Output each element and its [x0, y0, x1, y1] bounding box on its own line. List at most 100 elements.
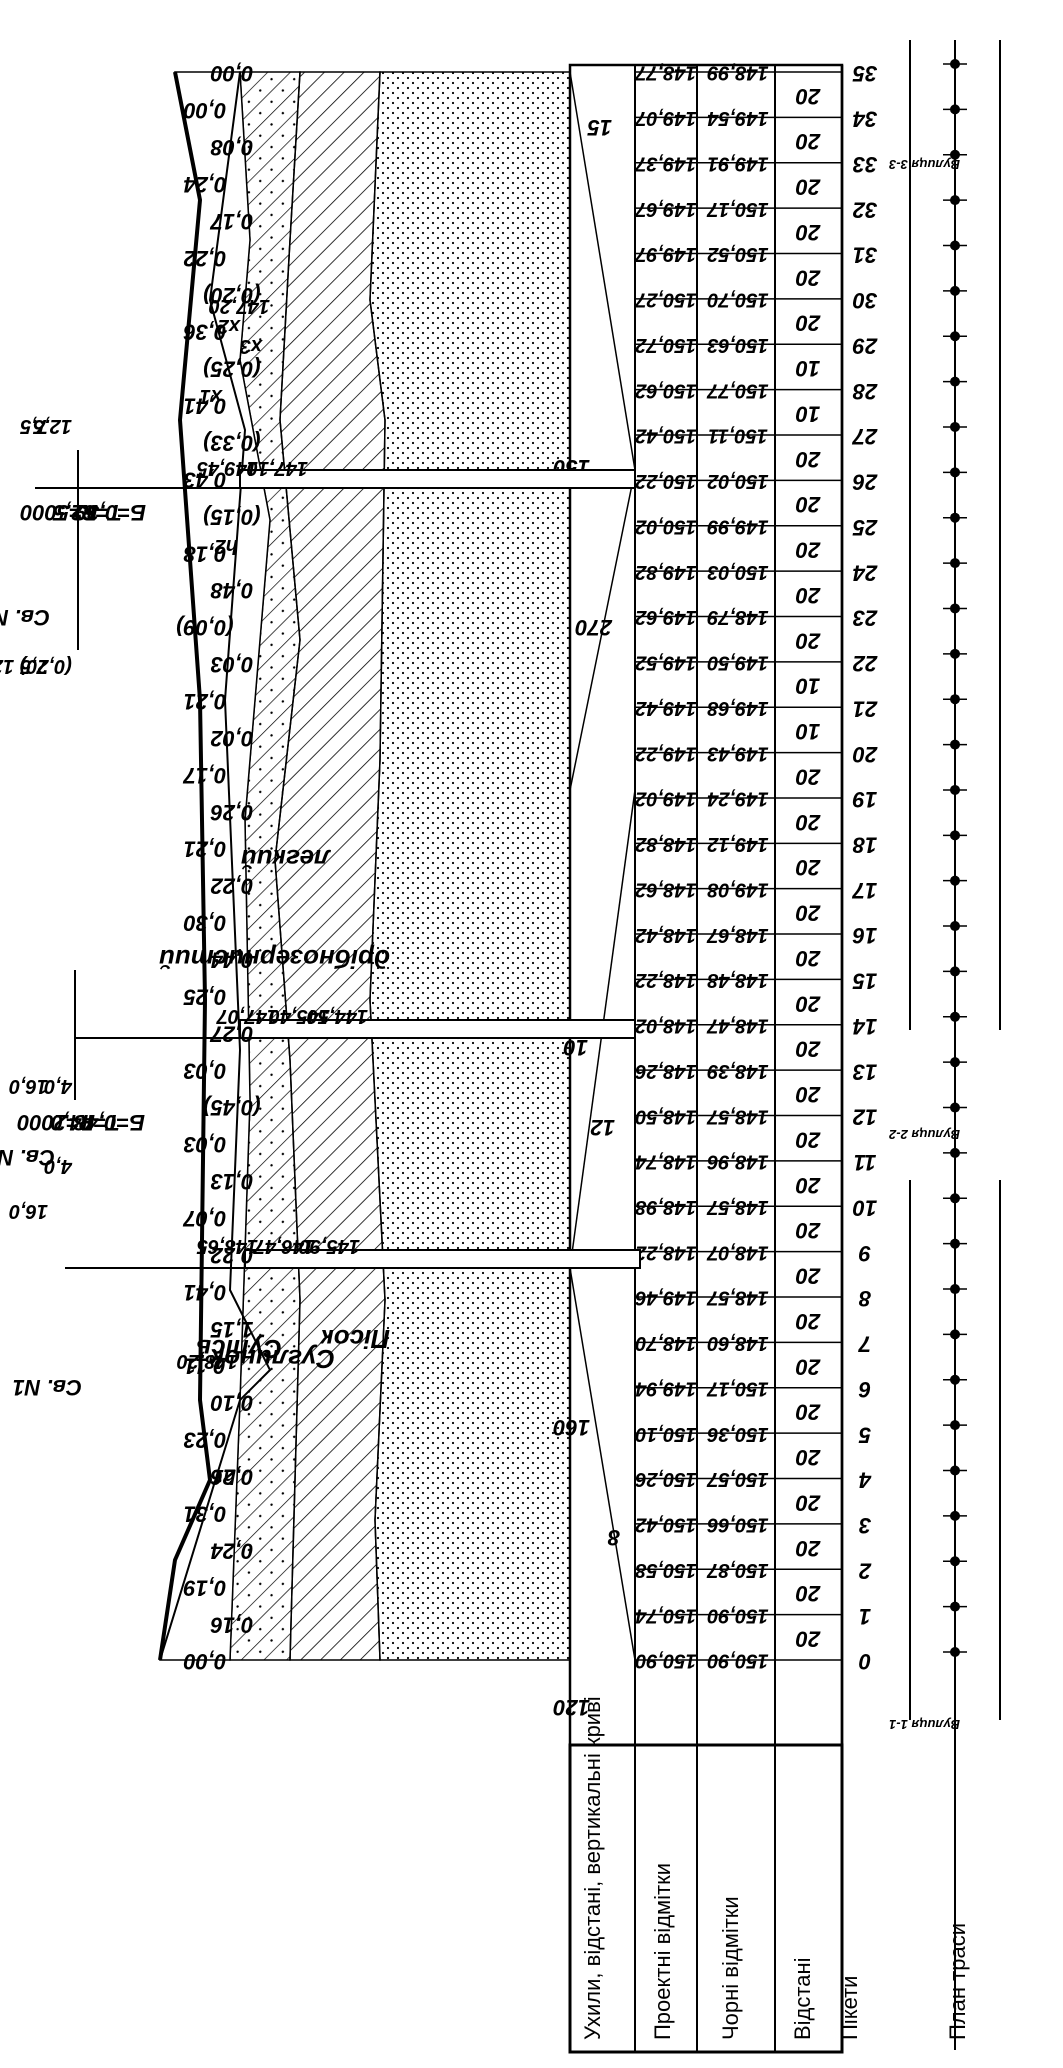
w1-level-1: 148,65: [196, 1235, 258, 1257]
distance-cell: 20: [795, 1400, 821, 1425]
picket-number: 0: [858, 1649, 871, 1674]
black-mark-cell: 148,99: [707, 62, 769, 84]
picket-number: 29: [852, 333, 878, 358]
design-mark-cell: 150,72: [635, 334, 696, 356]
picket-number: 8: [858, 1286, 871, 1311]
slope-length-1: 120: [553, 1695, 590, 1720]
depth-label: 0,24: [184, 172, 227, 197]
picket-numbers: 0123456789101112131415161718192021222324…: [851, 61, 878, 1674]
table-header: Ухили, відстані, вертикальні криві Проек…: [568, 1696, 970, 2054]
street-1-1: Вулиця 1-1: [889, 1717, 960, 1732]
black-mark-cell: 149,24: [707, 788, 768, 810]
picket-number: 16: [852, 923, 877, 948]
depth-label: 0,22: [183, 246, 227, 271]
design-mark-cell: 149,62: [635, 606, 696, 628]
design-mark-cell: 149,82: [635, 561, 696, 583]
picket-number: 35: [852, 61, 877, 86]
header-black-marks: Чорні відмітки: [718, 1896, 743, 2040]
soil-loam-light: легкий: [241, 844, 332, 874]
depth-label: 0,19: [183, 1575, 227, 1600]
distance-cell: 20: [795, 1037, 821, 1062]
design-mark-cell: 150,26: [635, 1468, 697, 1490]
distance-cell: 10: [795, 719, 820, 744]
distance-cell: 20: [795, 1218, 821, 1243]
design-mark-cell: 149,22: [635, 742, 696, 764]
black-mark-cell: 150,70: [707, 289, 768, 311]
design-mark-cell: 149,37: [635, 152, 697, 174]
picket-number: 22: [852, 651, 878, 676]
design-mark-cell: 149,07: [635, 107, 697, 129]
distance-cell: 20: [795, 855, 821, 880]
distance-cell: 20: [795, 538, 821, 563]
depth-label: 0,18: [183, 541, 227, 566]
street-3-3: Вулиця 3-3: [888, 157, 960, 172]
black-mark-cell: 149,99: [707, 515, 769, 537]
picket-number: 24: [853, 560, 878, 585]
depth-label: 0,36: [183, 320, 227, 345]
picket-number: 32: [852, 197, 877, 222]
depth-label: 0,23: [184, 1428, 227, 1453]
distance-cell: 20: [795, 1173, 821, 1198]
design-mark-cell: 148,74: [635, 1151, 696, 1173]
picket-number: 3: [859, 1513, 871, 1538]
depth-label: 0,13: [211, 1169, 254, 1194]
picket-number: 11: [854, 1150, 877, 1175]
header-design-marks: Проектні відмітки: [650, 1863, 675, 2040]
depth-label: 0,00: [183, 1649, 227, 1674]
design-mark-cell: 148,62: [635, 878, 696, 900]
well-3: [239, 469, 636, 489]
depth-label: 0,22: [210, 1243, 254, 1268]
depth-label: (0,15): [203, 504, 260, 529]
table-cells: 2020202020202020202020202020202020202020…: [635, 62, 822, 1672]
design-line: [159, 71, 272, 1661]
picket-number: 6: [858, 1377, 871, 1402]
depth-label: 0,00: [210, 61, 254, 86]
depth-label: 0,48: [210, 578, 254, 603]
picket-number: 9: [858, 1241, 871, 1266]
depth-label: 0,03: [184, 1058, 227, 1083]
vc2-dim-2: 12,5: [32, 415, 72, 437]
distance-cell: 20: [795, 1581, 821, 1606]
black-mark-cell: 148,39: [707, 1060, 769, 1082]
black-mark-cell: 150,03: [707, 561, 768, 583]
design-mark-cell: 150,02: [635, 515, 696, 537]
depth-label: (0,20): [203, 283, 260, 308]
design-mark-cell: 150,10: [635, 1423, 696, 1445]
distance-cell: 20: [795, 991, 821, 1016]
marker-h2: h2: [215, 535, 238, 557]
depth-label: 0,26: [210, 1465, 254, 1490]
header-pickets: Пікети: [837, 1976, 862, 2040]
picket-number: 28: [852, 379, 878, 404]
design-mark-cell: 150,42: [635, 1514, 696, 1536]
black-mark-cell: 148,67: [707, 924, 769, 946]
slope-grade-5: 15: [587, 115, 612, 140]
black-mark-cell: 148,57: [707, 1287, 769, 1309]
black-mark-cell: 150,57: [707, 1468, 769, 1490]
vertical-curve-2: R=5000 T=62,5 Б=0,39 7,5 12,5 (0,20) 12,…: [0, 415, 146, 677]
vc1-T: T=44,0: [50, 1110, 120, 1135]
distance-cell: 20: [795, 447, 821, 472]
depth-label: 0,00: [183, 98, 227, 123]
picket-grid-lines: [635, 71, 842, 1661]
picket-number: 33: [853, 152, 877, 177]
picket-number: 12: [852, 1105, 877, 1130]
well-labels: Св. N1 Св. N2 Св. N3: [0, 487, 250, 1400]
well-2: [239, 1019, 636, 1039]
distance-cell: 10: [795, 356, 820, 381]
vc2-T: T=62,5: [52, 500, 122, 525]
depth-label: 0,02: [210, 726, 254, 751]
design-mark-cell: 149,52: [635, 652, 696, 674]
black-mark-cell: 150,52: [707, 243, 768, 265]
distance-cell: 20: [795, 946, 821, 971]
design-mark-cell: 149,46: [635, 1287, 697, 1309]
distance-cell: 20: [795, 1536, 821, 1561]
distance-cell: 20: [795, 628, 821, 653]
distance-cell: 20: [795, 901, 821, 926]
black-mark-cell: 148,57: [707, 1196, 769, 1218]
distance-cell: 10: [795, 674, 820, 699]
distance-cell: 20: [795, 1354, 821, 1379]
design-mark-cell: 150,27: [635, 289, 697, 311]
depth-label: 0,03: [211, 652, 254, 677]
distance-cell: 20: [795, 265, 821, 290]
